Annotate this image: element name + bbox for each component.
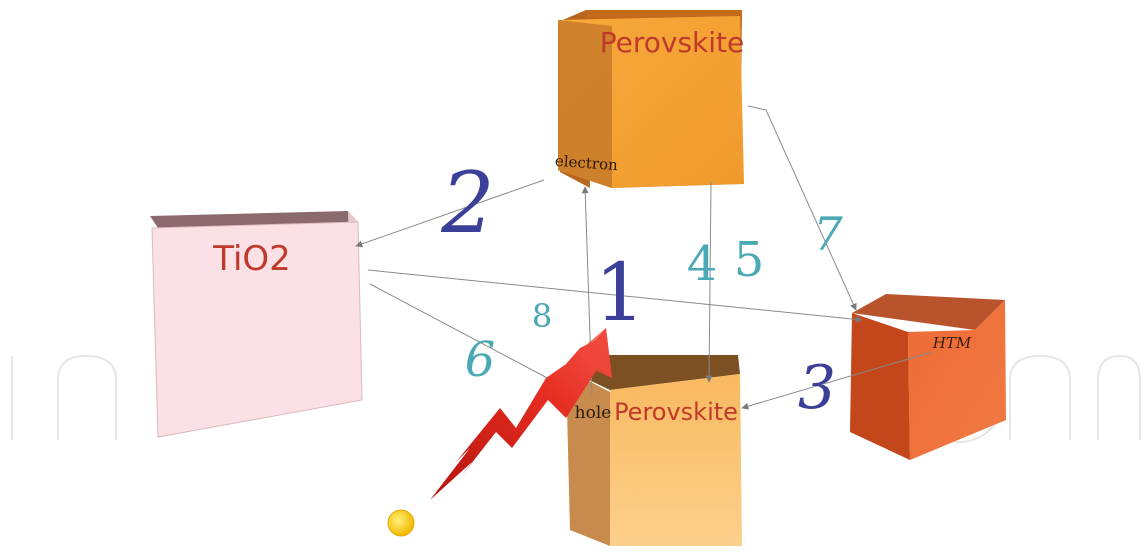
sun-icon: [387, 509, 415, 537]
arrow-6-tio2-to-hole: [369, 283, 569, 390]
tio2-box: TiO2: [150, 211, 363, 438]
perovskite-bottom-label: Perovskite: [614, 398, 738, 426]
light-excitation-bolt: [430, 328, 612, 500]
arrow-3-hole-to-htm: [741, 351, 933, 410]
htm-box: HTM: [850, 294, 1006, 460]
step-label-8: 8: [532, 297, 552, 335]
perovskite-top-box: Perovskite electron: [554, 10, 744, 188]
step-label-3: 3: [798, 353, 836, 423]
step-label-6: 6: [465, 332, 496, 388]
step-label-2: 2: [440, 154, 494, 252]
arrow-7-to-htm: [747, 105, 857, 311]
transfer-arrows: [355, 105, 933, 410]
electron-label: electron: [554, 152, 618, 174]
arrow-8-tio2-to-htm: [367, 269, 863, 323]
step-label-4: 4: [687, 236, 718, 292]
perovskite-top-label: Perovskite: [600, 26, 745, 59]
perovskite-bottom-box: Perovskite hole: [566, 355, 742, 546]
htm-label: HTM: [932, 334, 972, 352]
arrow-4-5-recombination: [705, 181, 713, 383]
step-numbers: 2 1 3 4 5 6 7 8: [440, 154, 843, 423]
arrow-2-electron-to-tio2: [355, 179, 545, 248]
tio2-label: TiO2: [212, 239, 291, 279]
step-label-1: 1: [595, 246, 646, 339]
step-label-7: 7: [813, 207, 843, 261]
step-label-5: 5: [734, 232, 765, 288]
hole-label: hole: [575, 403, 612, 423]
